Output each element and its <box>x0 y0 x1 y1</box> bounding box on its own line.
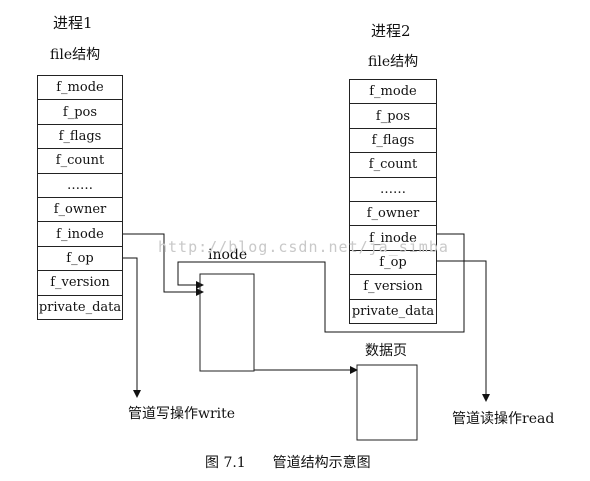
process1-field-5: f_owner <box>37 196 123 223</box>
process2-field-1: f_pos <box>349 103 437 129</box>
process1-field-row: f_pos <box>37 99 123 125</box>
process1-field-row: f_inode <box>37 221 123 247</box>
process1-title: 进程1 <box>53 14 93 32</box>
process1-field-row: f_op <box>37 245 123 272</box>
inode-box <box>199 273 255 372</box>
process1-field-row: f_mode <box>37 74 123 101</box>
process1-field-6: f_inode <box>37 221 123 247</box>
process2-field-row: f_mode <box>349 78 437 105</box>
p2-inode-connector <box>177 233 465 333</box>
data-page-label: 数据页 <box>365 343 407 359</box>
p2-op-connector <box>437 260 490 402</box>
process1-field-7: f_op <box>37 245 123 272</box>
process2-field-9: private_data <box>349 298 437 324</box>
process1-field-row: f_owner <box>37 196 123 223</box>
process2-field-8: f_version <box>349 274 437 300</box>
figure-caption: 图 7.1 管道结构示意图 <box>205 452 371 472</box>
process1-field-8: f_version <box>37 270 123 296</box>
process2-field-row: f_flags <box>349 127 437 154</box>
process2-field-row: f_pos <box>349 103 437 129</box>
process2-field-row: …… <box>349 176 437 202</box>
process2-field-0: f_mode <box>349 78 437 105</box>
process1-field-row: f_count <box>37 148 123 174</box>
process2-field-row: private_data <box>349 298 437 324</box>
write-op-label: 管道写操作write <box>128 406 236 422</box>
figure-title: 管道结构示意图 <box>272 455 371 471</box>
inode-label: inode <box>208 247 248 263</box>
process1-field-3: f_count <box>37 148 123 174</box>
process1-field-row: private_data <box>37 294 123 320</box>
process1-field-row: f_version <box>37 270 123 296</box>
p1-inode-connector <box>123 233 204 296</box>
process2-field-4: …… <box>349 176 437 202</box>
process1-field-1: f_pos <box>37 99 123 125</box>
process2-title: 进程2 <box>371 22 411 40</box>
watermark: http://blog.csdn.net/ja_simba <box>158 238 449 256</box>
process2-field-2: f_flags <box>349 127 437 154</box>
process1-file-struct-title: file结构 <box>50 47 101 63</box>
process1-field-0: f_mode <box>37 74 123 101</box>
process2-field-row: f_version <box>349 274 437 300</box>
process2-file-struct-title: file结构 <box>368 54 419 70</box>
process1-field-9: private_data <box>37 294 123 320</box>
p1-op-connector <box>123 257 141 398</box>
figure-number: 图 7.1 <box>205 455 246 471</box>
process2-field-7: f_op <box>349 249 437 276</box>
process2-field-row: f_op <box>349 249 437 276</box>
read-op-label: 管道读操作read <box>452 411 555 427</box>
data-page-box <box>356 364 418 441</box>
